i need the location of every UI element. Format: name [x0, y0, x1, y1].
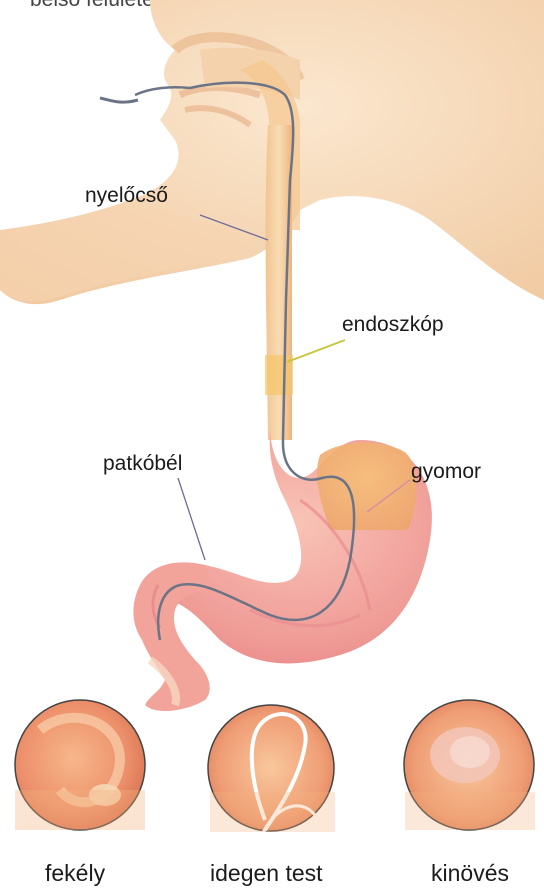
duodenum [133, 562, 215, 711]
leader-endoscope [287, 340, 345, 362]
thumbnail-label-growth: kinövés [431, 860, 509, 887]
label-stomach: gyomor [411, 460, 481, 484]
thumbnail-label-foreign-body: idegen test [210, 860, 323, 887]
thumbnail-ulcer [15, 700, 145, 830]
label-endoscope: endoszkóp [342, 313, 444, 337]
thumbnail-label-ulcer: fekély [45, 860, 105, 887]
thumbnail-growth [404, 700, 535, 830]
leader-duodenum [178, 478, 205, 560]
label-esophagus: nyelőcső [85, 184, 168, 208]
endoscope-outer-cable [100, 98, 138, 102]
thumbnail-foreign-body [208, 705, 335, 835]
label-duodenum: patkóbél [103, 452, 182, 476]
